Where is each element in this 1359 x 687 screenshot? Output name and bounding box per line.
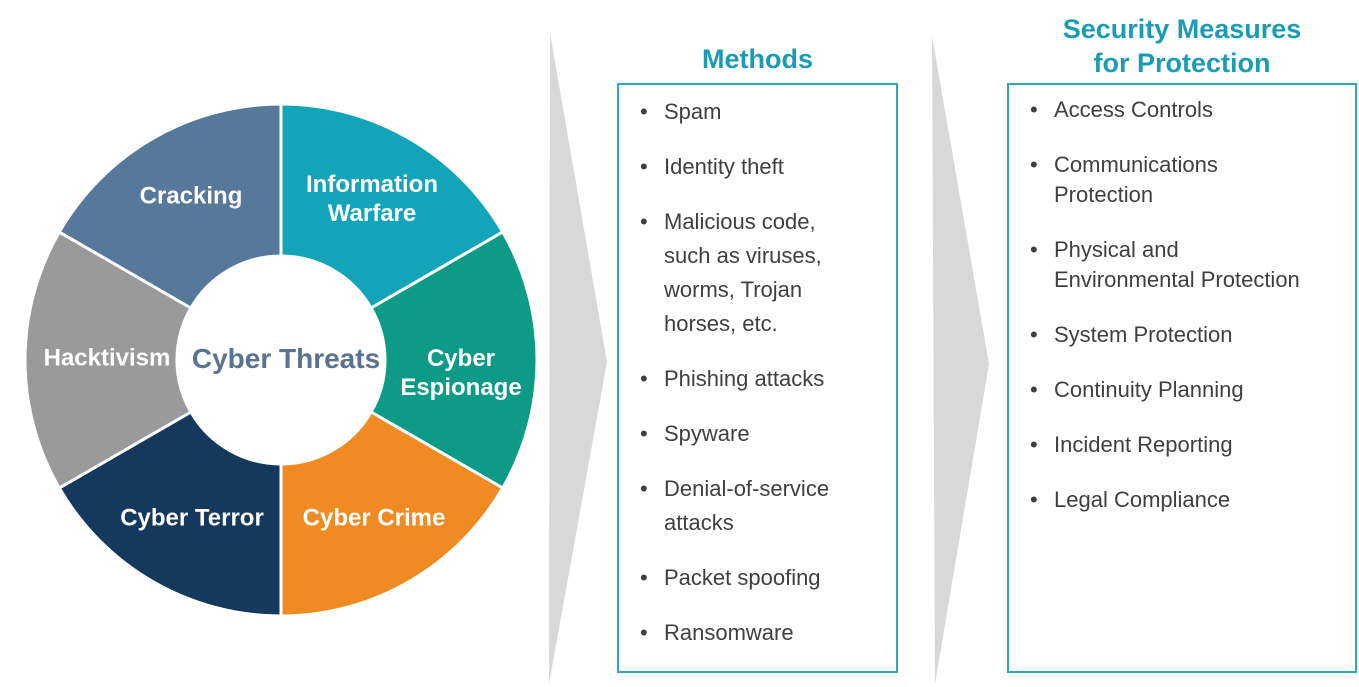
list-item: Packet spoofing [619,561,886,595]
flow-arrow-methods-to-security [932,36,989,684]
donut-label-hacktivism: Hacktivism [43,344,171,372]
list-item: Denial-of-service attacks [619,472,886,540]
list-item: Identity theft [619,150,886,184]
donut-label-information-warfare: Information Warfare [306,171,438,227]
donut-label-cyber-terror: Cyber Terror [120,504,264,532]
flow-arrow-threats-to-methods [549,33,607,684]
donut-segment-cyber-espionage [369,229,539,491]
list-item: Continuity Planning [1009,375,1345,405]
list-item: Malicious code, such as viruses, worms, … [619,205,886,341]
donut-segment-cyber-crime [279,409,505,618]
list-item: Legal Compliance [1009,485,1345,515]
list-item: Physical and Environmental Protection [1009,235,1345,295]
methods-list: Spam Identity theft Malicious code, such… [619,85,896,650]
security-panel: Access Controls Communications Protectio… [1007,83,1357,673]
list-item: Access Controls [1009,95,1345,125]
list-item: Ransomware [619,616,886,650]
list-item: Spyware [619,417,886,451]
cyber-threats-donut [23,102,539,618]
list-item: Phishing attacks [619,362,886,396]
security-list: Access Controls Communications Protectio… [1009,85,1355,515]
donut-segment-cracking [57,102,283,311]
list-item: Spam [619,95,886,129]
donut-label-cyber-espionage: Cyber Espionage [400,345,522,401]
methods-panel: Spam Identity theft Malicious code, such… [617,83,898,673]
donut-center-title: Cyber Threats [191,343,381,374]
list-item: System Protection [1009,320,1345,350]
donut-segment-information-warfare [279,102,505,311]
list-item: Incident Reporting [1009,430,1345,460]
donut-segment-cyber-terror [57,409,283,618]
donut-label-cyber-crime: Cyber Crime [302,504,446,532]
list-item: Communications Protection [1009,150,1345,210]
methods-panel-title: Methods [702,44,813,74]
donut-label-cracking: Cracking [139,182,243,210]
donut-segment-hacktivism [23,229,193,491]
security-panel-title: Security Measures for Protection [1062,14,1302,78]
